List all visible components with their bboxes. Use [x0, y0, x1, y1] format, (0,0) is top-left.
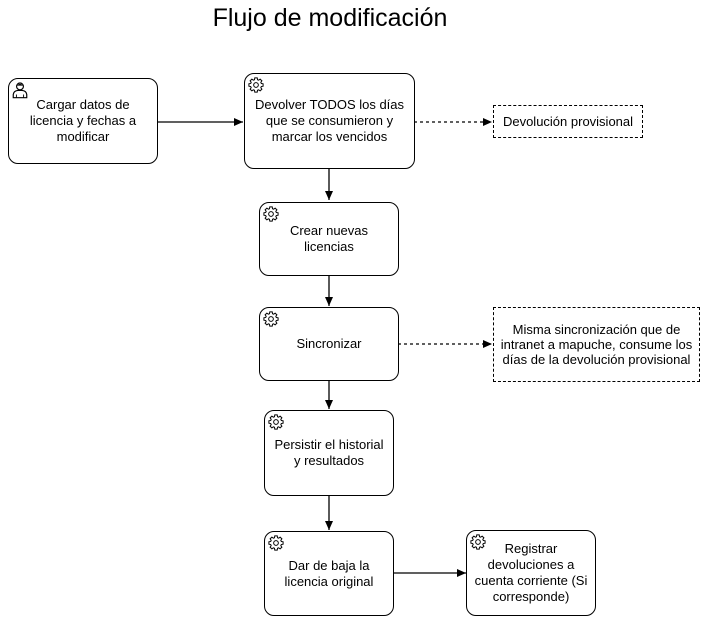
node-crear-label: Crear nuevas licencias — [289, 223, 369, 254]
annotation-misma-sincronizacion-label: Misma sincronización que de intranet a m… — [500, 322, 693, 367]
node-devolver: Devolver TODOS los días que se consumier… — [244, 73, 415, 169]
node-baja-label: Dar de baja la licencia original — [284, 557, 374, 589]
node-sincronizar-label: Sincronizar — [296, 336, 362, 351]
annotation-misma-sincronizacion: Misma sincronización que de intranet a m… — [493, 307, 700, 382]
node-cargar-label: Cargar datos de licencia y fechas a modi… — [29, 97, 137, 144]
gear-icon — [268, 414, 284, 430]
node-registrar: Registrar devoluciones a cuenta corrient… — [466, 530, 596, 616]
node-devolver-label: Devolver TODOS los días que se consumier… — [254, 97, 405, 144]
node-sincronizar: Sincronizar — [259, 307, 399, 381]
node-cargar: Cargar datos de licencia y fechas a modi… — [8, 78, 158, 164]
node-baja: Dar de baja la licencia original — [264, 531, 394, 616]
gear-icon — [263, 206, 279, 222]
annotation-devolucion-provisional: Devolución provisional — [493, 105, 643, 138]
node-persistir: Persistir el historial y resultados — [264, 410, 394, 496]
node-crear: Crear nuevas licencias — [259, 202, 399, 276]
user-icon — [12, 82, 28, 99]
gear-icon — [268, 535, 284, 551]
node-registrar-label: Registrar devoluciones a cuenta corrient… — [474, 541, 588, 604]
node-persistir-label: Persistir el historial y resultados — [274, 437, 384, 468]
gear-icon — [248, 77, 264, 93]
gear-icon — [470, 534, 486, 550]
diagram-title: Flujo de modificación — [212, 4, 448, 32]
gear-icon — [263, 311, 279, 327]
annotation-devolucion-provisional-label: Devolución provisional — [502, 114, 634, 129]
